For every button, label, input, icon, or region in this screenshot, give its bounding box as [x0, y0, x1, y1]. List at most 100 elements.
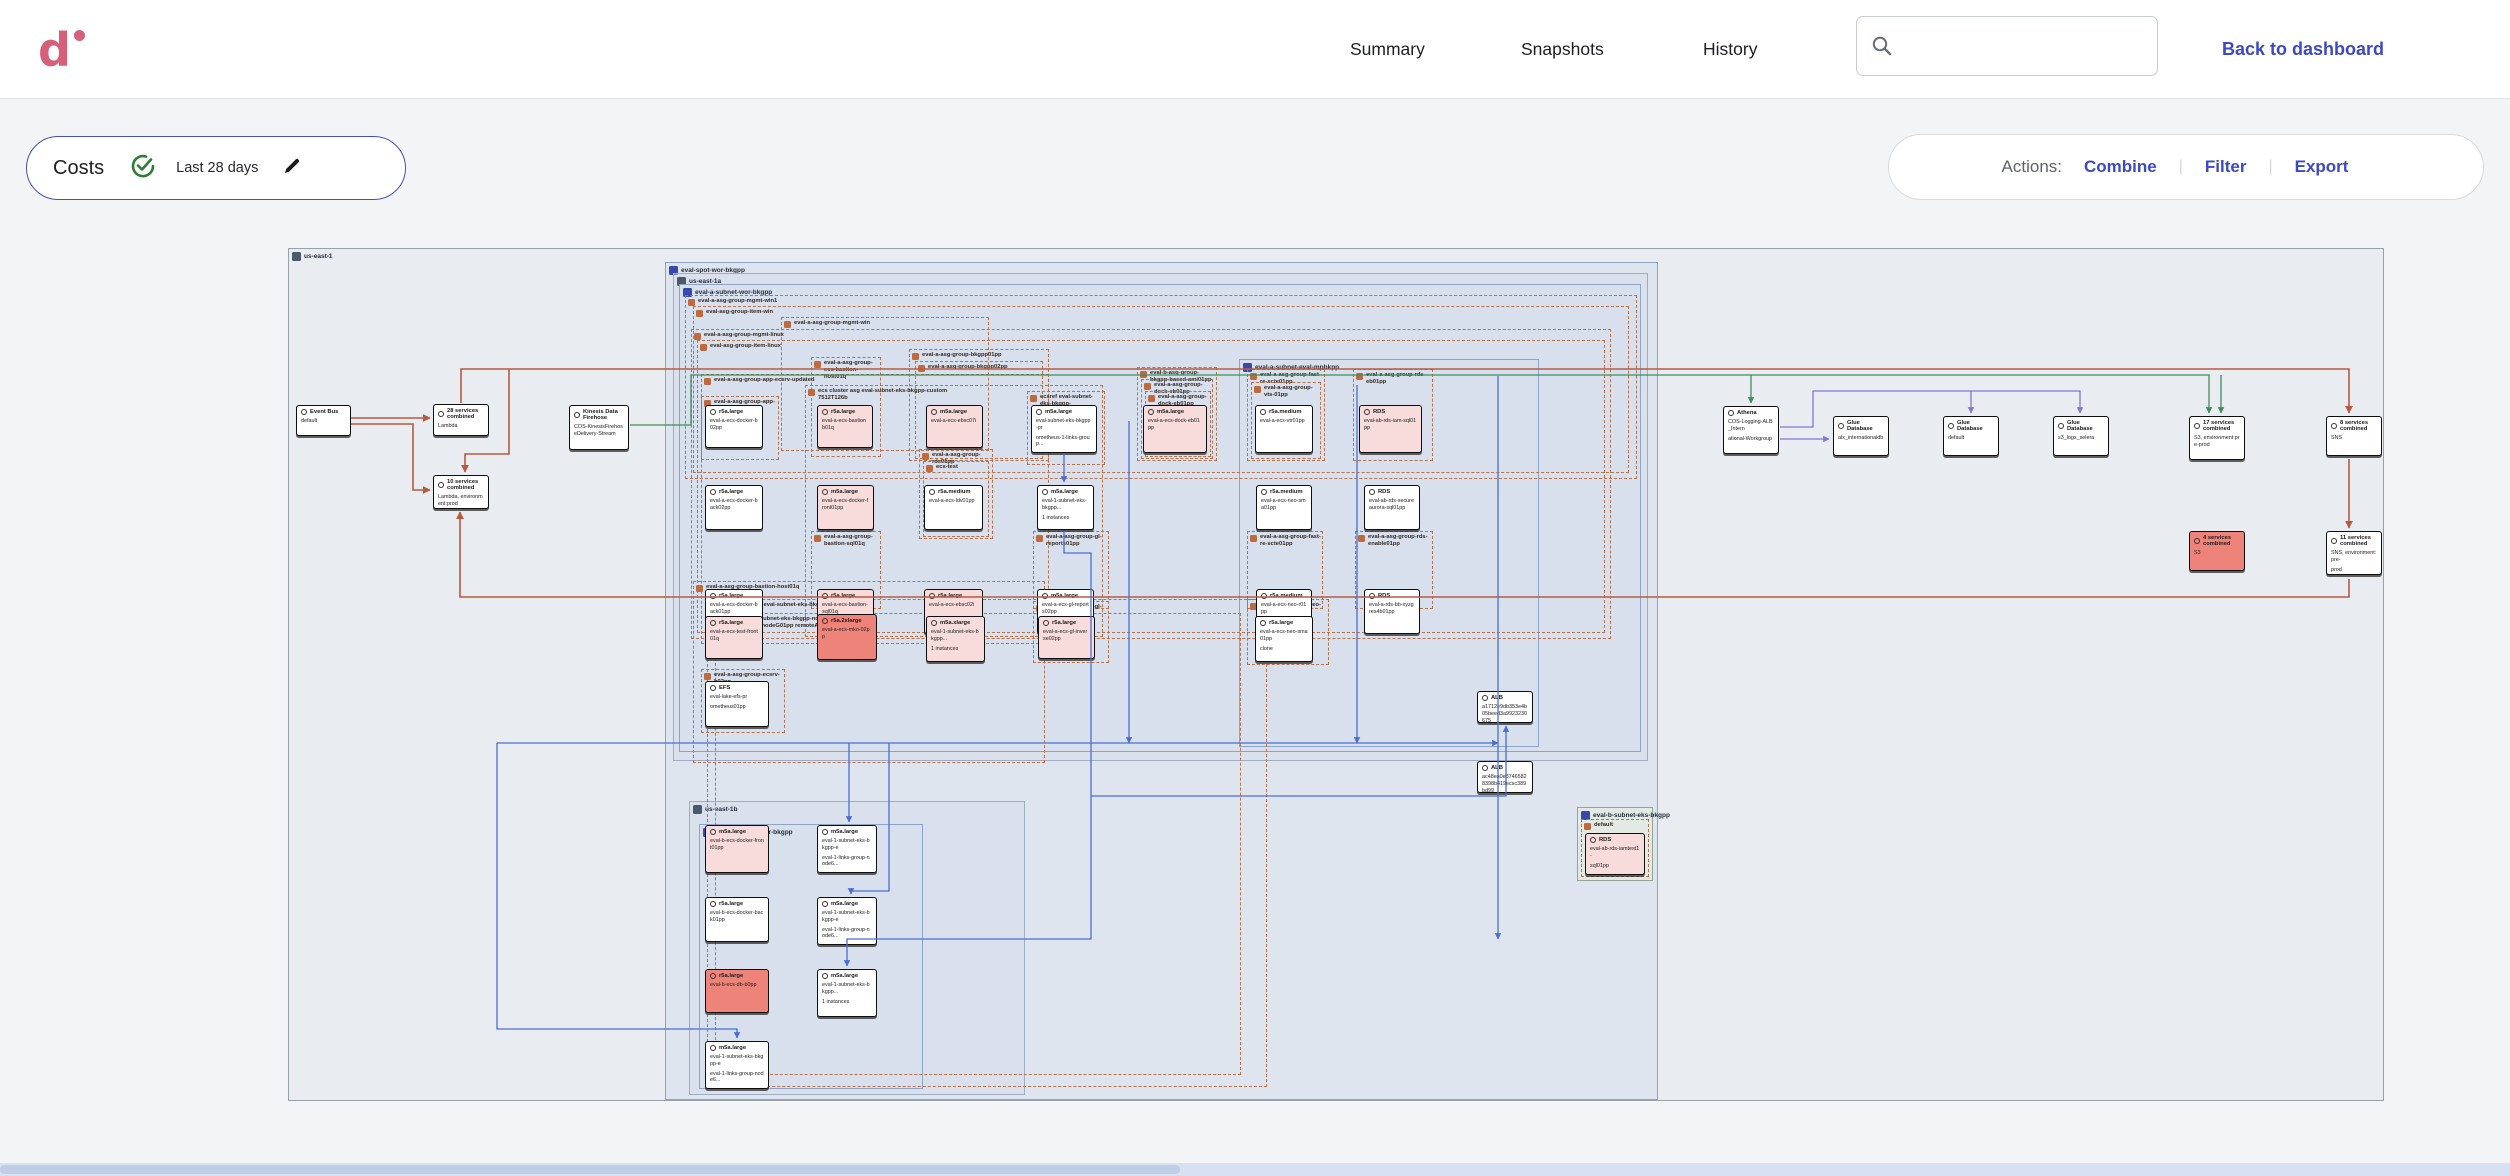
separator: |	[2178, 158, 2183, 175]
nav-snapshots[interactable]: Snapshots	[1521, 39, 1604, 59]
node-title-text: 8 services combined	[2340, 420, 2369, 432]
group-label: default	[1584, 822, 1613, 830]
node-title-text: 17 services combined	[2203, 420, 2235, 432]
edit-icon[interactable]	[282, 156, 302, 181]
container-label: us-east-1a	[677, 277, 721, 286]
nav-summary[interactable]: Summary	[1350, 39, 1425, 59]
action-combine[interactable]: Combine	[2084, 157, 2157, 176]
node-subtitle: prod	[2331, 566, 2342, 573]
resource-type-icon	[822, 489, 828, 495]
actions-label: Actions:	[2001, 157, 2063, 176]
node-title-text: m5a.xlarge	[940, 620, 971, 626]
node-title-text: r5a.large	[1052, 620, 1077, 626]
asg-group-icon	[1140, 371, 1147, 378]
back-to-dashboard-link[interactable]: Back to dashboard	[2222, 39, 2385, 59]
app-header: d Summary Snapshots History Back to dash…	[0, 0, 2510, 99]
resource-type-icon	[710, 1045, 716, 1051]
group-label: eval-a-asg-group-mgmt-linux	[694, 332, 784, 340]
node-subtitle: ometheus01pp	[710, 703, 746, 710]
view-selector-pill[interactable]: Costs Last 28 days	[26, 136, 406, 200]
node-title-text: m5a.large	[719, 1045, 747, 1051]
node-subtitle: eval-1-links-group-node6...	[822, 926, 870, 940]
node-title: m5a.large	[710, 1045, 764, 1051]
node-title-text: r5a.large	[719, 409, 744, 415]
asg-group-icon	[918, 365, 925, 372]
action-filter[interactable]: Filter	[2204, 157, 2247, 176]
search-input[interactable]	[1903, 37, 2143, 55]
node-subtitle: S3	[2194, 550, 2201, 556]
node-title: m5a.large	[931, 409, 978, 415]
container-icon	[683, 288, 692, 297]
group-label-text: ecsref eval-subnet-eks-bkgpp-nodegroup e…	[728, 616, 857, 629]
asg-group-icon	[700, 344, 707, 351]
node-title: m5a.large	[822, 489, 869, 495]
node-title-text: r5a.medium	[1270, 593, 1303, 599]
resource-type-icon	[710, 973, 716, 979]
node-subtitle: eval-a-ecs-neo-r01pp	[1261, 602, 1307, 615]
resource-type-icon	[1261, 593, 1267, 599]
node-title: r5a.large	[710, 973, 764, 979]
node-subtitle: COS-Logging-ALB_Intern	[1728, 419, 1773, 432]
app-logo[interactable]: d	[38, 18, 98, 82]
nav-history[interactable]: History	[1703, 39, 1758, 59]
group-label-text: ecs cluster asg eval-subnet-eks-bkgpp-cu…	[818, 388, 948, 401]
scrollbar-thumb[interactable]	[0, 1165, 1180, 1174]
resource-type-icon	[1043, 620, 1049, 626]
container-label: us-east-1	[292, 252, 333, 261]
node-title: r5a.medium	[1260, 409, 1308, 415]
check-circle-icon	[130, 153, 156, 184]
horizontal-scrollbar[interactable]	[0, 1163, 2510, 1176]
node-title: r5a.medium	[1261, 489, 1307, 495]
asg-group-icon	[694, 333, 701, 340]
asg-group-icon	[926, 465, 933, 472]
search-box[interactable]	[1856, 16, 2158, 76]
action-export[interactable]: Export	[2294, 157, 2349, 176]
node-subtitle: S3, environment:pre-prod	[2194, 435, 2240, 448]
node-title: r5a.medium	[1261, 593, 1307, 599]
node-title: r5a.large	[1260, 620, 1308, 626]
